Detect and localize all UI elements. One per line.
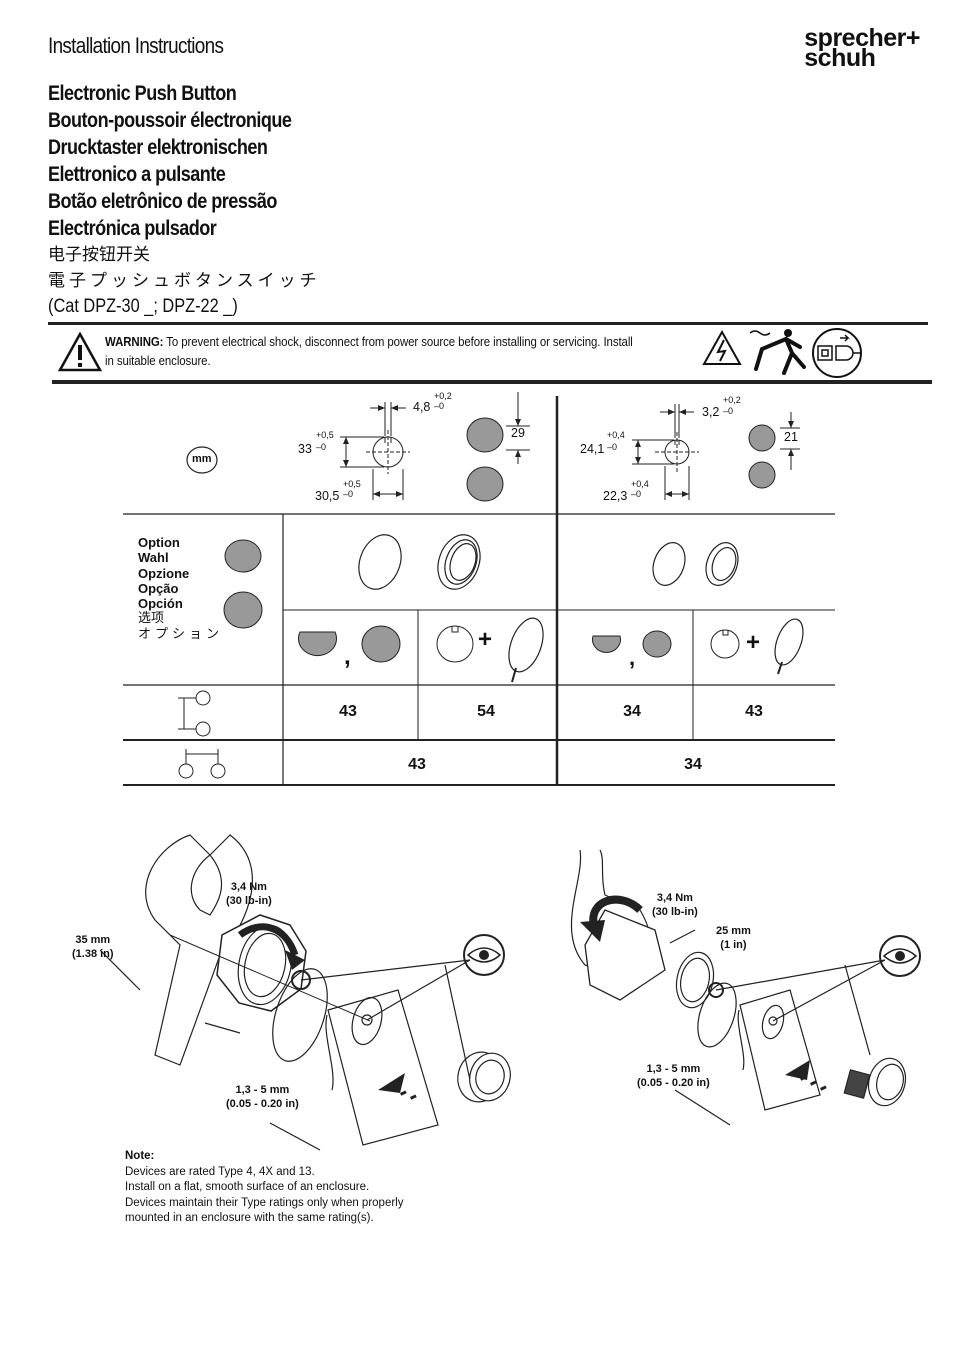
right-key-tol-minus: –0	[723, 406, 734, 416]
torque-value-imperial: (30 lb-in)	[226, 895, 272, 907]
warning-body: To prevent electrical shock, disconnect …	[105, 334, 633, 368]
option-comma-right: ,	[629, 645, 636, 670]
left-key-width: 4,8	[413, 400, 431, 414]
wrench-size-imperial: (1.38 in)	[72, 948, 114, 960]
electric-hazard-icon	[702, 330, 742, 365]
vertical-spacing-value: 34	[623, 703, 641, 720]
left-hole-w-tol-plus: +0,5	[343, 479, 361, 489]
option-label-ja: オプション	[138, 626, 224, 642]
title-ja: 電子プッシュボタンスイッチ	[48, 271, 321, 291]
torque-label-right: 3,4 Nm (30 lb-in)	[652, 891, 698, 919]
right-hole-w-tol-minus: –0	[631, 489, 642, 499]
title-fr: Bouton-poussoir électronique	[48, 109, 292, 132]
wrench-size-label-left: 35 mm (1.38 in)	[72, 933, 114, 961]
note-line: Install on a flat, smooth surface of an …	[125, 1181, 370, 1193]
torque-value: 3,4 Nm	[230, 881, 267, 893]
horizontal-spacing-icon	[178, 749, 226, 779]
warning-bottom-rule	[52, 380, 932, 384]
note-line: Devices maintain their Type ratings only…	[125, 1196, 404, 1209]
option-plus-left: +	[478, 626, 493, 653]
wrench-size-imperial: (1 in)	[720, 939, 747, 951]
title-en: Electronic Push Button	[48, 82, 237, 105]
title-es: Electrónica pulsador	[48, 217, 217, 240]
option-label-pt: Opção	[138, 580, 179, 596]
vertical-spacing-value: 43	[745, 703, 763, 720]
installation-illustration-left	[99, 834, 511, 1151]
horizontal-spacing-value: 34	[684, 756, 702, 773]
right-hole-width: 22,3	[603, 489, 628, 503]
installation-notes: Note: Devices are rated Type 4, 4X and 1…	[125, 1149, 403, 1227]
horizontal-spacing-value: 43	[408, 756, 426, 773]
unit-badge-outline	[186, 446, 218, 474]
inspection-eye-icon	[463, 934, 505, 976]
notes-heading: Note:	[125, 1150, 155, 1162]
right-key-tol-plus: +0,2	[723, 395, 741, 405]
title-pt: Botão eletrônico de pressão	[48, 190, 277, 213]
right-depth: 21	[784, 430, 798, 444]
unit-badge: mm	[192, 453, 212, 465]
panel-thickness: 1,3 - 5 mm	[235, 1084, 290, 1096]
option-label-en: Option	[138, 535, 180, 550]
torque-value: 3,4 Nm	[656, 892, 693, 904]
warning-text: WARNING: To prevent electrical shock, di…	[105, 332, 633, 370]
vertical-spacing-value: 54	[477, 703, 495, 720]
left-depth: 29	[511, 426, 525, 440]
dimension-table	[123, 392, 835, 786]
left-hole-height: 33	[298, 442, 312, 456]
option-label-de: Wahl	[138, 550, 169, 566]
left-hole-width: 30,5	[315, 489, 340, 503]
vertical-spacing-value: 43	[339, 703, 357, 720]
note-line: Devices are rated Type 4, 4X and 13.	[125, 1165, 315, 1178]
panel-thickness-label-right: 1,3 - 5 mm (0.05 - 0.20 in)	[637, 1062, 710, 1090]
wrench-size: 25 mm	[716, 925, 751, 937]
document-type-label: Installation Instructions	[48, 33, 224, 58]
title-zh: 电子按钮开关	[48, 245, 150, 265]
product-titles: Electronic Push Button Bouton-poussoir é…	[48, 80, 568, 320]
warning-label: WARNING:	[105, 334, 164, 349]
warning-top-rule	[48, 322, 928, 325]
option-plus-right: +	[746, 629, 761, 656]
panel-thickness-imperial: (0.05 - 0.20 in)	[226, 1098, 299, 1110]
option-label-it: Opzione	[138, 565, 190, 581]
option-label-zh: 选项	[138, 611, 165, 627]
brand-line-2: schuh	[804, 44, 876, 72]
left-hole-w-tol-minus: –0	[343, 489, 354, 499]
inspection-eye-icon	[879, 935, 921, 977]
right-key-width: 3,2	[702, 405, 720, 419]
option-comma-left: ,	[344, 643, 351, 670]
left-key-tol-minus: –0	[434, 401, 445, 411]
option-labels: Option Wahl Opzione Opção Opción 选项 オプショ…	[138, 535, 223, 642]
panel-thickness: 1,3 - 5 mm	[646, 1063, 701, 1075]
wrench-size: 35 mm	[75, 934, 111, 946]
wrench-size-label-right: 25 mm (1 in)	[716, 924, 751, 952]
right-hole-h-tol-plus: +0,4	[607, 430, 625, 440]
right-hole-h-tol-minus: –0	[607, 442, 618, 452]
warning-triangle-icon	[58, 332, 102, 372]
torque-value-imperial: (30 lb-in)	[652, 906, 698, 918]
title-de: Drucktaster elektronischen	[48, 136, 268, 159]
brand-line-1: sprecher+	[804, 24, 920, 52]
electric-shock-person-icon	[749, 329, 806, 375]
brand-logo: sprecher+ schuh	[804, 24, 920, 72]
panel-thickness-label-left: 1,3 - 5 mm (0.05 - 0.20 in)	[226, 1083, 299, 1111]
torque-label-left: 3,4 Nm (30 lb-in)	[226, 880, 272, 908]
left-key-tol-plus: +0,2	[434, 391, 452, 401]
left-hole-h-tol-plus: +0,5	[316, 430, 334, 440]
option-label-es: Opción	[138, 596, 183, 612]
disconnect-power-icon	[812, 328, 862, 378]
installation-illustration-right	[570, 850, 921, 1126]
left-hole-h-tol-minus: –0	[316, 442, 327, 452]
note-line: mounted in an enclosure with the same ra…	[125, 1212, 374, 1224]
vertical-spacing-icon	[178, 690, 211, 737]
right-hole-height: 24,1	[580, 442, 605, 456]
title-it: Elettronico a pulsante	[48, 163, 226, 186]
panel-thickness-imperial: (0.05 - 0.20 in)	[637, 1077, 710, 1089]
catalog-number: (Cat DPZ-30 _; DPZ-22 _)	[48, 296, 238, 317]
right-hole-w-tol-plus: +0,4	[631, 479, 649, 489]
